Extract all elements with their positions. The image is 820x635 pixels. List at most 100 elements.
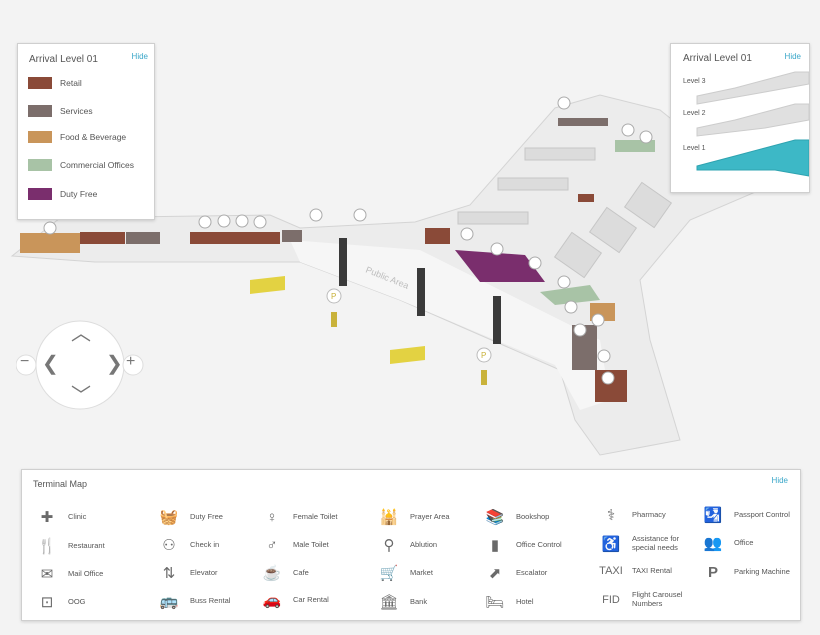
legend-title: Arrival Level 01 <box>29 54 98 65</box>
legend-hide-link[interactable]: Hide <box>131 52 148 61</box>
level-1-slab[interactable] <box>696 139 809 177</box>
poi-oog[interactable]: ⊡OOG <box>34 592 86 612</box>
poi-male-toilet[interactable]: ♂Male Toilet <box>259 535 328 555</box>
poi-ablution[interactable]: ⚲Ablution <box>376 535 438 555</box>
poi-office[interactable]: 👥 Office <box>700 533 754 553</box>
zoom-in-button[interactable]: + <box>126 353 136 370</box>
terminal-title: Terminal Map <box>33 479 88 489</box>
terminal-floor-map[interactable]: P P Public Area <box>0 0 820 470</box>
services-unit-2 <box>282 230 302 242</box>
clinic-icon: ✚ <box>40 509 54 526</box>
poi-flight-carousel[interactable]: FID Flight Carousel Numbers <box>598 590 682 610</box>
office-icon: 👥 <box>703 535 723 552</box>
level-3-label[interactable]: Level 3 <box>683 78 706 85</box>
food-swatch <box>28 131 52 143</box>
level-1-label[interactable]: Level 1 <box>683 145 706 152</box>
poi-label: Prayer Area <box>410 511 450 521</box>
pan-left-button[interactable]: ❮ <box>42 353 59 375</box>
poi-mail-office[interactable]: ✉Mail Office <box>34 564 104 584</box>
wheelchair-icon: ♿ <box>601 536 621 553</box>
poi-female-toilet[interactable]: ♀Female Toilet <box>259 507 337 527</box>
poi-pharmacy[interactable]: ⚕Pharmacy <box>598 505 666 525</box>
poi-car-rental[interactable]: 🚗Car Rental <box>259 590 329 610</box>
taxi-stand-2 <box>390 346 425 364</box>
poi-escalator[interactable]: ⬈Escalator <box>482 563 548 583</box>
poi-label: Hotel <box>516 596 534 606</box>
svg-text:P: P <box>481 351 486 360</box>
legend-label: Commercial Offices <box>60 160 134 170</box>
entrance-pillar-2 <box>417 268 425 316</box>
pan-up-button[interactable]: ︿ <box>71 323 91 345</box>
cafe-icon: ☕ <box>262 565 282 582</box>
poi-special-needs[interactable]: ♿Assistance for special needs <box>598 534 679 554</box>
parking-marker-2[interactable]: P <box>476 347 492 385</box>
poi-duty-free[interactable]: 🧺Duty Free <box>156 507 223 527</box>
poi-passport-control[interactable]: 🛂Passport Control <box>700 505 790 525</box>
poi-market[interactable]: 🛒Market <box>376 563 433 583</box>
poi-label: Bank <box>410 596 428 606</box>
duty-free-swatch <box>28 188 52 200</box>
legend-item-food: Food & Beverage <box>28 130 126 144</box>
legend-item-services: Services <box>28 104 93 118</box>
legend-item-retail: Retail <box>28 76 82 90</box>
poi-hotel[interactable]: 🛏Hotel <box>482 592 534 612</box>
duty-free-zone <box>455 250 545 282</box>
zoom-out-button[interactable]: − <box>20 353 30 370</box>
level-stack[interactable] <box>695 70 809 190</box>
level-2-slab[interactable] <box>696 103 809 137</box>
entrance-pillar-1 <box>339 238 347 286</box>
poi-bus-rental[interactable]: 🚌Buss Rental <box>156 591 231 611</box>
public-corridor <box>290 240 610 410</box>
poi-label: Escalator <box>516 567 548 577</box>
legend-label: Services <box>60 106 93 116</box>
poi-restaurant[interactable]: 🍴Restaurant <box>34 536 105 556</box>
poi-label: Cafe <box>293 567 309 577</box>
taxi-stand-1 <box>250 276 285 294</box>
entrance-pillar-3 <box>493 296 501 344</box>
poi-label: Passport Control <box>734 509 790 519</box>
poi-parking-machine[interactable]: P Parking Machine <box>700 562 790 582</box>
nav-dial <box>16 320 144 410</box>
poi-prayer-area[interactable]: 🕌 Prayer Area <box>376 507 450 527</box>
pan-down-button[interactable]: ﹀ <box>71 385 91 407</box>
oog-icon: ⊡ <box>40 594 54 611</box>
poi-office-control[interactable]: ▮Office Control <box>482 535 562 555</box>
poi-check-in[interactable]: ⚇Check in <box>156 535 219 555</box>
taxi-icon: TAXI <box>599 565 623 577</box>
poi-cafe[interactable]: ☕ Cafe <box>259 563 309 583</box>
poi-bank[interactable]: 🏛Bank <box>376 592 427 612</box>
levels-hide-link[interactable]: Hide <box>784 52 801 61</box>
legend-item-commercial: Commercial Offices <box>28 158 134 172</box>
elevator-icon: ⇅ <box>162 565 176 582</box>
services-swatch <box>28 105 52 117</box>
level-2-label[interactable]: Level 2 <box>683 110 706 117</box>
poi-pins[interactable] <box>43 96 653 385</box>
legend-item-duty-free: Duty Free <box>28 187 97 201</box>
services-unit-1 <box>126 232 160 244</box>
poi-elevator[interactable]: ⇅Elevator <box>156 563 218 583</box>
parking-icon: P <box>707 563 718 581</box>
prayer-icon: 🕌 <box>379 509 399 526</box>
poi-label: Mail Office <box>68 568 104 578</box>
level-selector-panel: Arrival Level 01 Hide Level 3 Level 2 Le… <box>670 43 810 193</box>
poi-bookshop[interactable]: 📚Bookshop <box>482 507 550 527</box>
legend-label: Duty Free <box>60 189 98 199</box>
poi-label: Parking Machine <box>734 566 790 576</box>
retail-swatch <box>28 77 52 89</box>
poi-clinic[interactable]: ✚Clinic <box>34 507 87 527</box>
level-3-slab[interactable] <box>696 71 809 105</box>
poi-label: Office <box>734 537 754 547</box>
poi-label: Flight Carousel Numbers <box>632 590 683 608</box>
poi-label: Bookshop <box>516 511 550 521</box>
pan-right-button[interactable]: ❯ <box>106 353 123 375</box>
fid-icon: FID <box>602 594 620 606</box>
poi-label: Duty Free <box>190 511 223 521</box>
poi-label: Ablution <box>410 539 438 549</box>
food-unit-left <box>20 233 80 253</box>
check-in-icon: ⚇ <box>162 537 176 554</box>
terminal-hide-link[interactable]: Hide <box>771 476 788 485</box>
parking-marker-1[interactable]: P <box>326 288 342 327</box>
poi-label: Car Rental <box>293 594 329 604</box>
levels-title: Arrival Level 01 <box>683 53 752 64</box>
